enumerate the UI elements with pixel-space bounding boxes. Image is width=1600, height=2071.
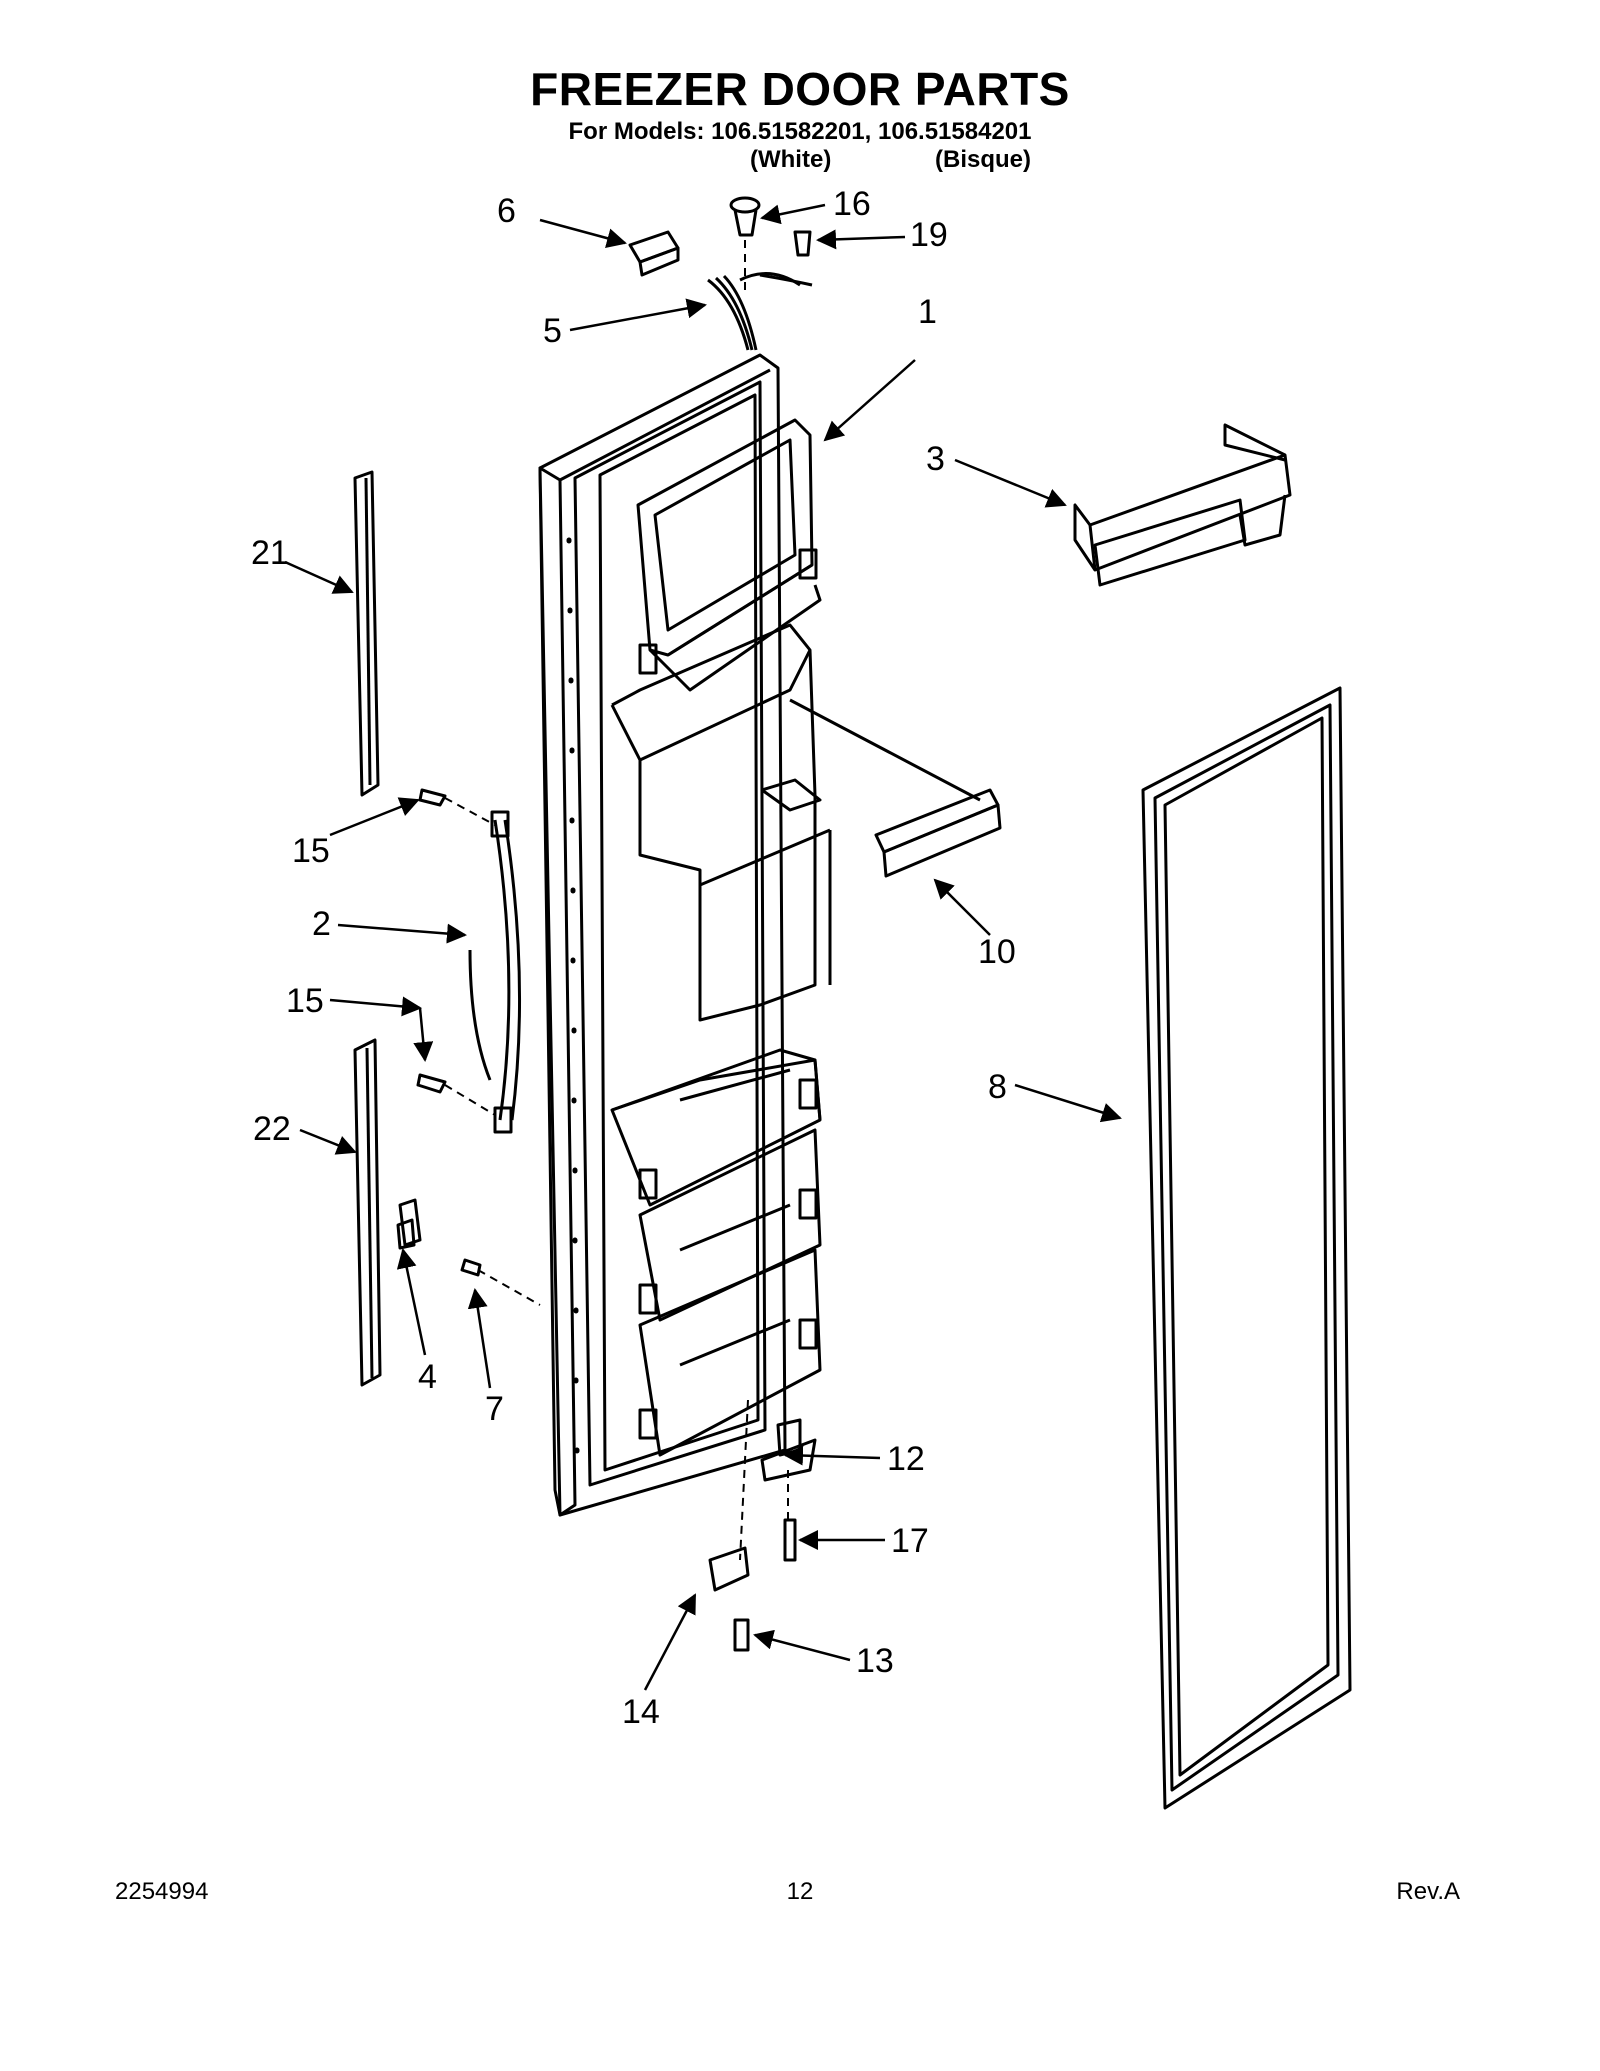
callout-6: 6 bbox=[497, 192, 516, 230]
models-line: For Models: 106.51582201, 106.51584201 bbox=[568, 118, 1032, 145]
callout-19: 19 bbox=[910, 216, 948, 254]
variant-white-label: (White) bbox=[750, 146, 832, 173]
callout-5: 5 bbox=[543, 312, 562, 350]
callout-8: 8 bbox=[988, 1068, 1007, 1106]
callout-15-upper: 15 bbox=[292, 832, 330, 870]
rail-part-10 bbox=[789, 698, 1002, 878]
freezer-door-body bbox=[538, 353, 832, 1517]
page-title: FREEZER DOOR PARTS bbox=[530, 63, 1070, 115]
page-number: 12 bbox=[786, 1878, 814, 1905]
connector-part-6 bbox=[628, 230, 680, 277]
callout-2: 2 bbox=[312, 905, 331, 943]
callout-labels: 6 16 19 5 1 3 21 15 2 10 15 22 8 4 7 12 … bbox=[251, 185, 1016, 1731]
handle-part-2 bbox=[468, 810, 522, 1134]
door-bin-part-3 bbox=[1073, 423, 1292, 587]
callout-14: 14 bbox=[622, 1693, 660, 1731]
callout-4: 4 bbox=[418, 1358, 437, 1396]
leader-arrows bbox=[284, 203, 1122, 1691]
callout-15-lower: 15 bbox=[286, 982, 324, 1020]
trim-part-22 bbox=[353, 1038, 382, 1387]
variant-bisque-label: (Bisque) bbox=[935, 146, 1031, 173]
revision-label: Rev.A bbox=[1396, 1878, 1460, 1905]
callout-17: 17 bbox=[891, 1522, 929, 1560]
document-number: 2254994 bbox=[115, 1878, 209, 1905]
callout-3: 3 bbox=[926, 440, 945, 478]
callout-16: 16 bbox=[833, 185, 871, 223]
callout-7: 7 bbox=[485, 1390, 504, 1428]
callout-21: 21 bbox=[251, 534, 289, 572]
callout-1: 1 bbox=[918, 293, 937, 331]
callout-13: 13 bbox=[856, 1642, 894, 1680]
callout-12: 12 bbox=[887, 1440, 925, 1478]
callout-22: 22 bbox=[253, 1110, 291, 1148]
trim-part-21 bbox=[353, 470, 380, 797]
door-gasket-part-8 bbox=[1141, 686, 1352, 1810]
guide-lines bbox=[444, 240, 789, 1561]
latch-part-4 bbox=[396, 1198, 422, 1250]
wire-harness-part-5 bbox=[707, 272, 813, 351]
callout-10: 10 bbox=[978, 933, 1016, 971]
